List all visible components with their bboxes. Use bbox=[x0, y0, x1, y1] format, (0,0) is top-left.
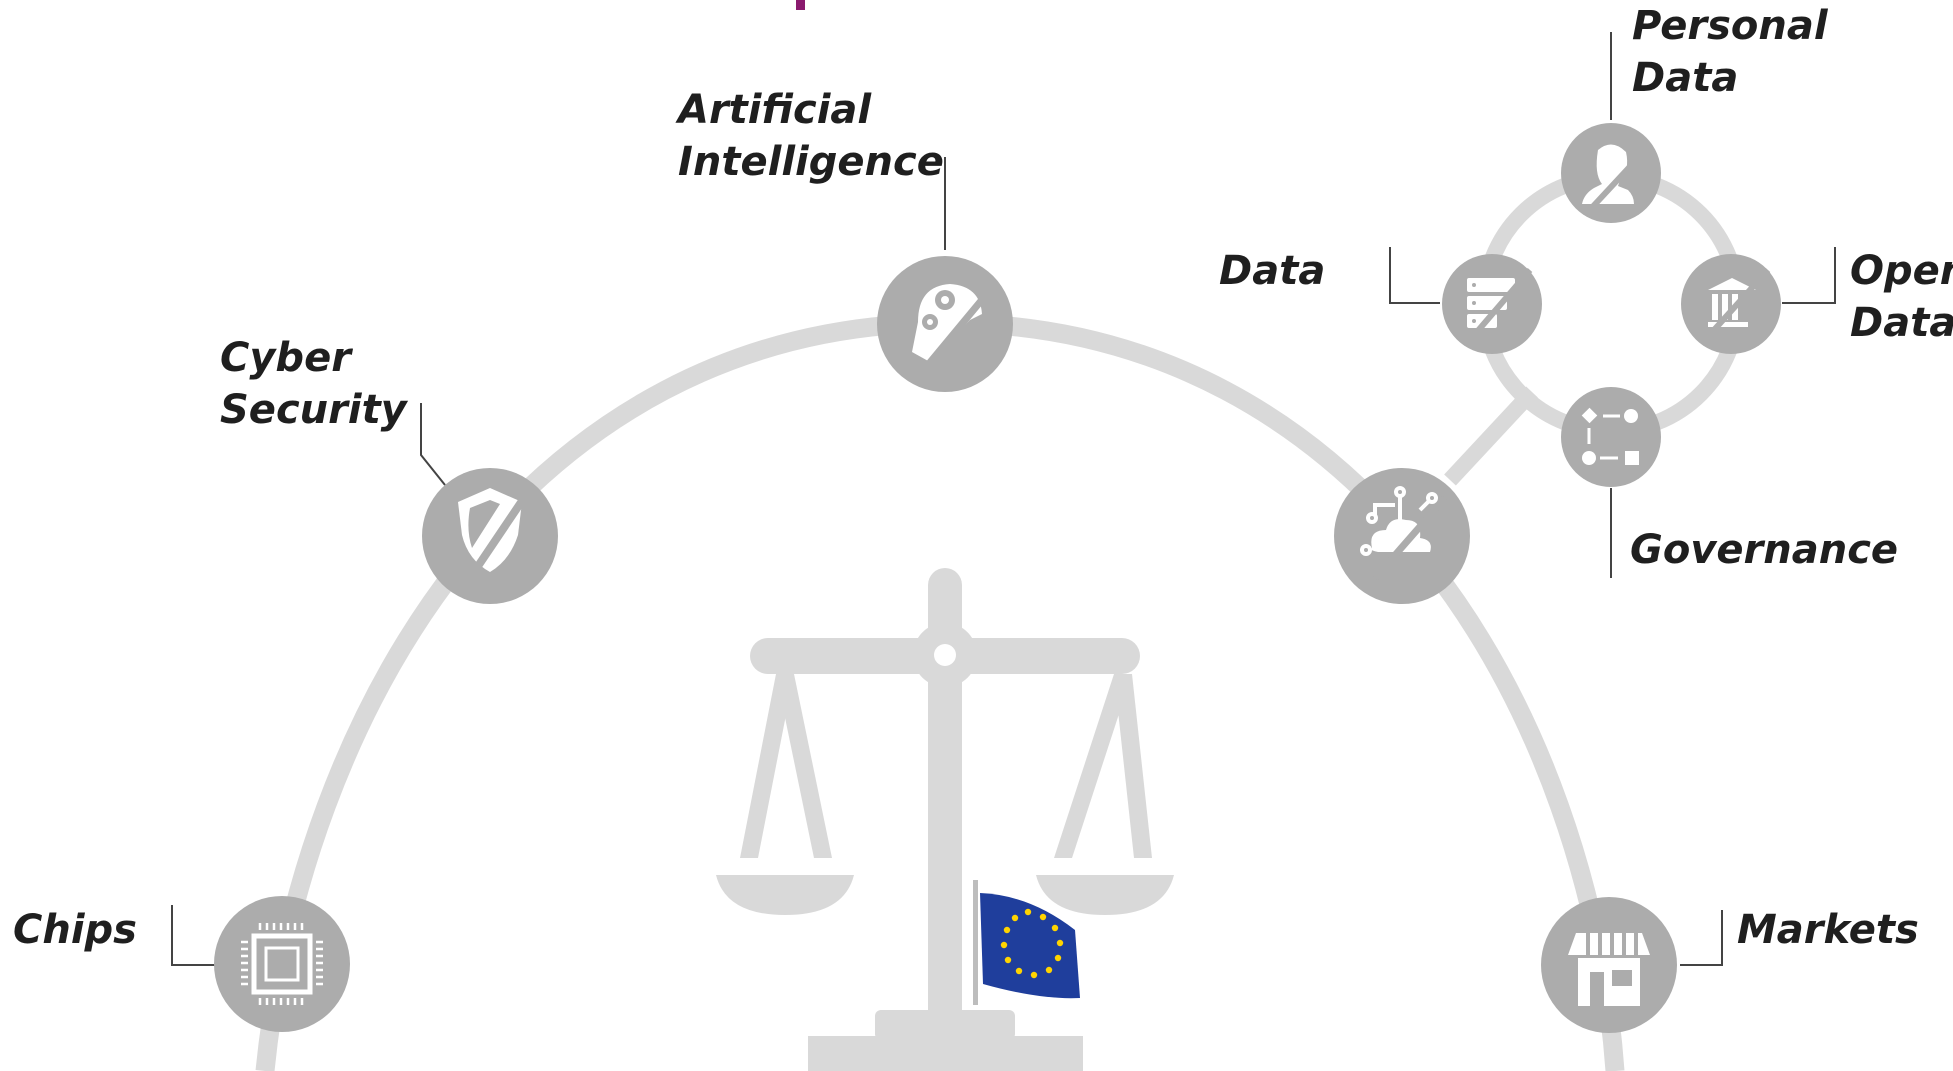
leader-lines bbox=[171, 32, 1836, 966]
leader-line-open-data bbox=[1782, 247, 1836, 304]
open-data-line1: Open bbox=[1850, 248, 1953, 294]
cloud-node bbox=[1334, 468, 1470, 604]
cyber-security-line2: Security bbox=[220, 387, 407, 433]
open-data-line2: Data bbox=[1850, 300, 1953, 346]
label-governance: Governance bbox=[1630, 524, 1898, 576]
leader-line-data bbox=[1389, 247, 1440, 304]
leader-line-chips bbox=[171, 905, 215, 966]
chips-label: Chips bbox=[13, 907, 137, 953]
markets-node bbox=[1541, 897, 1677, 1033]
label-artificial-intelligence: Artificial Intelligence bbox=[678, 84, 944, 188]
data-label: Data bbox=[1219, 248, 1326, 294]
data-node bbox=[1442, 254, 1542, 354]
ai-node bbox=[877, 256, 1013, 392]
leader-line-markets bbox=[1680, 910, 1723, 966]
eu-flag-icon bbox=[973, 880, 1080, 1005]
ai-gears-icon bbox=[912, 284, 993, 375]
open-data-node bbox=[1681, 254, 1781, 354]
label-markets: Markets bbox=[1737, 904, 1919, 956]
ai-line1: Artificial bbox=[678, 87, 872, 133]
leader-line-cyber-security bbox=[420, 403, 446, 486]
storefront-icon bbox=[1568, 933, 1650, 1006]
personal-data-node bbox=[1561, 123, 1661, 223]
chips-node bbox=[214, 896, 350, 1032]
label-cyber-security: Cyber Security bbox=[220, 332, 407, 436]
governance-label: Governance bbox=[1630, 527, 1899, 573]
markets-label: Markets bbox=[1737, 907, 1919, 953]
person-icon bbox=[1582, 144, 1634, 204]
personal-data-line1: Personal bbox=[1632, 3, 1828, 49]
chip-icon bbox=[241, 923, 323, 1005]
cyber-security-line1: Cyber bbox=[220, 335, 351, 381]
title-accent-mark bbox=[796, 0, 805, 10]
label-open-data: Open Data bbox=[1850, 245, 1953, 349]
ai-line2: Intelligence bbox=[678, 139, 944, 185]
workflow-icon bbox=[1581, 407, 1639, 465]
label-data: Data bbox=[1219, 245, 1325, 297]
balance-scale-icon bbox=[716, 568, 1174, 1071]
personal-data-line2: Data bbox=[1632, 55, 1739, 101]
label-personal-data: Personal Data bbox=[1632, 0, 1828, 104]
data-connector bbox=[1444, 386, 1538, 486]
label-chips: Chips bbox=[13, 904, 137, 956]
cyber-security-node bbox=[422, 468, 558, 604]
governance-node bbox=[1561, 387, 1661, 487]
